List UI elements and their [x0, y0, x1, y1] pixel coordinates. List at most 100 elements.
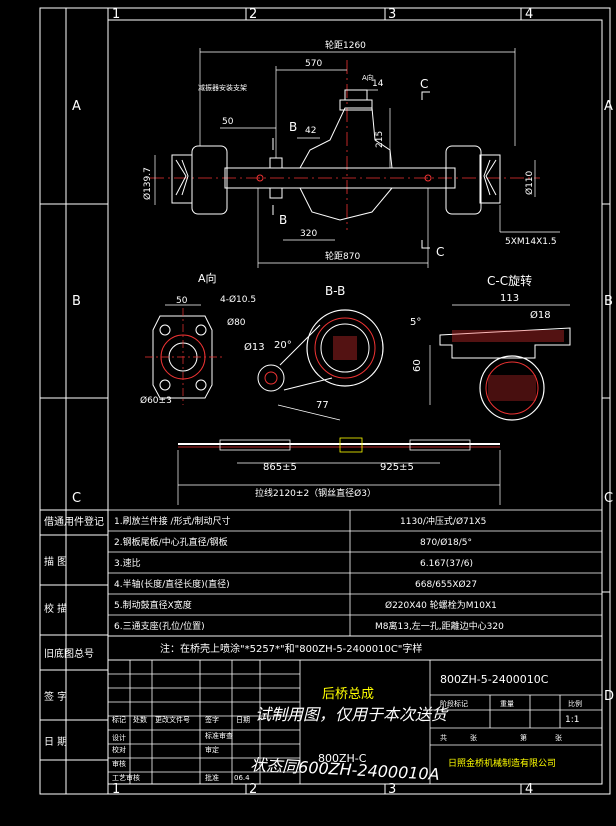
cable-dim-865: 865±5	[263, 462, 297, 473]
tb-label-design: 设计	[112, 733, 126, 742]
spec-value-2: 870/Ø18/5°	[420, 537, 472, 548]
row-label-c-right: C	[604, 491, 613, 506]
dim-50: 50	[222, 117, 234, 127]
col-label-bottom-2: 2	[249, 782, 257, 797]
handwritten-notes: 试制用图，仅用于本次送货 状态同600ZH-2400010A	[250, 705, 449, 784]
dim-diameter-110: Ø110	[524, 170, 535, 195]
col-label-bottom-4: 4	[525, 782, 533, 797]
view-a-dim-50: 50	[176, 296, 188, 306]
tb-label-date: 日期	[236, 716, 250, 724]
col-label-2: 2	[249, 7, 257, 22]
section-mark-b-bottom: B	[279, 213, 287, 227]
view-cc-dim60: 60	[412, 359, 423, 372]
col-label-bottom-3: 3	[388, 782, 396, 797]
view-cc-dim113: 113	[500, 293, 519, 304]
tb-header-sheets: 张	[470, 733, 477, 742]
row-label-a-right: A	[604, 99, 613, 114]
view-cc: C-C旋转 113 Ø18 5° 60	[410, 273, 571, 421]
row-label-a: A	[72, 99, 81, 114]
dim-42: 42	[305, 126, 316, 136]
row-label-d-right: D	[604, 689, 614, 704]
col-label-3: 3	[388, 7, 396, 22]
view-a-title: A向	[198, 271, 217, 285]
tb-label-authorize: 批准	[205, 773, 219, 782]
spec-label-5: 5.制动鼓直径X宽度	[114, 599, 192, 611]
dim-diameter-139: Ø139.7	[142, 167, 153, 200]
dim-wheel-track-870: 轮距870	[325, 250, 360, 262]
section-mark-b-top: B	[289, 120, 297, 134]
strip-label-2: 描 图	[44, 555, 67, 568]
strip-label-1: 借通用件登记	[44, 515, 104, 528]
row-label-c: C	[72, 491, 81, 506]
label-shock-bracket: 减振器安装支架	[198, 83, 247, 92]
main-axle-view: 轮距1260 570 A向 14 减振器安装支架 50 42 215 320 轮…	[142, 39, 560, 268]
spec-label-2: 2.钢板尾板/中心孔直径/钢板	[114, 536, 228, 548]
tb-label-approve: 审定	[205, 745, 219, 754]
tb-label-review: 审核	[112, 759, 126, 768]
tb-company: 日照金桥机械制造有限公司	[448, 757, 556, 769]
tb-header-total: 共	[440, 733, 447, 742]
view-cc-angle5: 5°	[410, 317, 421, 328]
handwritten-line-1: 试制用图，仅用于本次送货	[255, 705, 449, 724]
view-a-phi60: Ø60±3	[140, 395, 172, 406]
dim-320: 320	[300, 229, 317, 239]
strip-label-6: 日 期	[44, 736, 67, 748]
tb-scale-value: 1:1	[565, 715, 579, 725]
spec-value-6: M8离13,左一孔,距離边中心320	[375, 620, 504, 632]
dim-wheel-track-1260: 轮距1260	[325, 39, 366, 51]
tb-label-standard: 标准审查	[205, 731, 233, 740]
tb-header-weight: 重量	[500, 700, 514, 708]
view-a-holes: 4-Ø10.5	[220, 294, 256, 305]
spec-label-3: 3.速比	[114, 557, 141, 569]
col-label-bottom-1: 1	[112, 782, 120, 797]
dim-thread: 5XM14X1.5	[505, 237, 557, 247]
tb-date-fragment: 06.4	[234, 774, 250, 782]
view-a: A向 50 4-Ø10.5 Ø80 Ø60±3	[140, 271, 256, 406]
col-label-1: 1	[112, 7, 120, 22]
section-mark-c-top: C	[420, 77, 428, 91]
spec-value-5: Ø220X40 轮螺栓为M10X1	[385, 599, 497, 611]
strip-label-5: 签 字	[44, 690, 67, 703]
tb-header-sheet-no: 第	[520, 733, 527, 742]
dim-a-direction: A向	[362, 73, 374, 82]
view-bb-title: B-B	[325, 284, 345, 298]
tb-header-stage: 阶段标记	[440, 699, 468, 708]
tb-model: 800ZH-C	[318, 752, 367, 765]
tb-header-sheet: 张	[555, 733, 562, 742]
view-bb-phi13: Ø13	[244, 341, 265, 353]
note-text: 注：在桥壳上喷涂"*5257*"和"800ZH-5-2400010C"字样	[160, 642, 422, 655]
spec-value-3: 6.167(37/6)	[420, 559, 473, 569]
tb-drawing-no: 800ZH-5-2400010C	[440, 673, 549, 686]
view-bb: B-B Ø13 20° 77	[244, 284, 384, 421]
spec-value-4: 668/655XØ27	[415, 579, 477, 590]
spec-table-text: 1.刷放兰件接 /形式/制动尺寸 1130/冲压式/Ø71X5 2.钢板尾板/中…	[114, 515, 504, 655]
tb-label-process: 工艺审核	[112, 773, 140, 782]
cable-dim-total: 拉线2120±2（钢丝直径Ø3）	[255, 487, 376, 499]
spec-label-6: 6.三通支座(孔位/位置)	[114, 620, 205, 632]
brake-cable: 865±5 925±5 拉线2120±2（钢丝直径Ø3）	[177, 437, 501, 505]
dim-215: 215	[375, 131, 385, 148]
handwritten-line-2: 状态同600ZH-2400010A	[250, 755, 440, 784]
spec-label-1: 1.刷放兰件接 /形式/制动尺寸	[114, 515, 231, 527]
view-cc-phi18: Ø18	[530, 309, 551, 321]
col-label-4: 4	[525, 7, 533, 22]
tb-drawing-name: 后桥总成	[322, 687, 374, 702]
tb-label-change-doc: 更改文件号	[155, 715, 190, 724]
view-a-phi80: Ø80	[227, 317, 246, 328]
tb-label-sign: 签字	[205, 715, 219, 724]
tb-label-check: 校对	[112, 745, 126, 754]
spec-value-1: 1130/冲压式/Ø71X5	[400, 515, 486, 527]
strip-label-4: 旧底图总号	[44, 647, 94, 660]
tb-label-count: 处数	[133, 715, 147, 724]
row-label-b: B	[72, 294, 81, 309]
section-mark-c-bottom: C	[436, 245, 444, 259]
view-bb-angle20: 20°	[274, 340, 292, 351]
tb-header-scale: 比例	[568, 699, 582, 708]
tb-label-mark: 标记	[112, 715, 126, 724]
title-block-text: 标记 处数 更改文件号 签字 日期 设计 校对 审核 工艺审核 标准审查 审定 …	[112, 673, 582, 782]
row-label-b-right: B	[604, 294, 613, 309]
left-strip: 借通用件登记 描 图 校 描 旧底图总号 签 字 日 期	[44, 515, 104, 748]
spec-label-4: 4.半轴(长度/直径长度)(直径)	[114, 578, 230, 590]
cable-dim-925: 925±5	[380, 462, 414, 473]
